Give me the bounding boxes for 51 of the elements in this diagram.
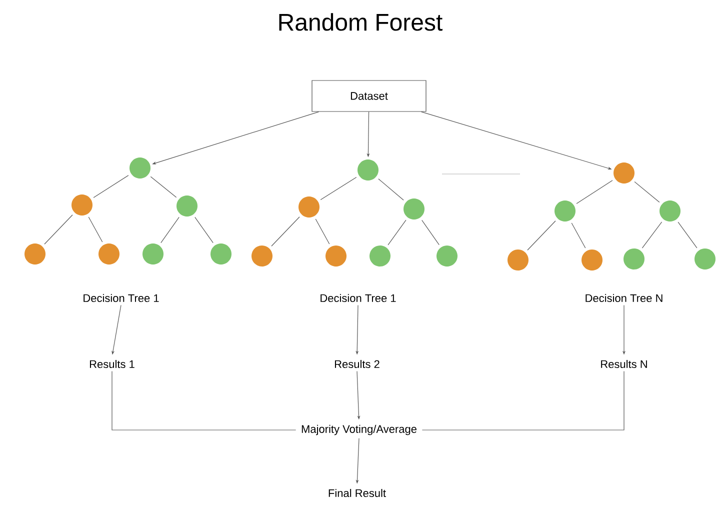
tree-node-circle — [98, 244, 120, 264]
tree-node-circle — [370, 246, 390, 266]
tree-node-circle — [142, 244, 164, 264]
elbow-connector — [422, 370, 624, 430]
process-box: Dataset — [312, 80, 426, 112]
tree-branch — [642, 222, 662, 248]
tree-branch — [160, 216, 180, 244]
tree-branch — [44, 214, 73, 244]
tree-node-circle — [130, 158, 150, 178]
tree-node-circle — [24, 244, 46, 264]
tree-branch — [93, 175, 129, 198]
step-label: Decision Tree 1 — [320, 294, 396, 302]
tree-branch — [315, 218, 330, 244]
tree-node-circle — [72, 194, 92, 216]
tree-branch — [634, 181, 660, 203]
step-label: Decision Tree 1 — [84, 294, 159, 302]
tree-node-circle — [508, 250, 528, 270]
step-label: Decision Tree N — [586, 294, 662, 302]
tree-node-circle — [436, 246, 458, 266]
step-label: Results 1 — [90, 360, 134, 368]
tree-branch — [271, 216, 300, 246]
tree-node-circle — [582, 250, 602, 270]
step-label: Final Result — [328, 488, 386, 498]
tree-branch — [422, 220, 440, 246]
tree-node-circle — [298, 196, 320, 218]
tree-branch — [150, 176, 177, 198]
step-label: Results 2 — [335, 360, 380, 368]
tree-branch — [388, 220, 406, 246]
tree-node-circle — [252, 246, 272, 266]
tree-node-circle — [694, 248, 716, 270]
step-label: Majority Voting/Average — [302, 424, 416, 436]
step-label: Results N — [601, 360, 647, 368]
title: Random Forest — [279, 13, 442, 31]
elbow-connector — [112, 370, 296, 430]
tree-branch — [571, 222, 586, 248]
tree-branch — [527, 220, 556, 250]
tree-node-circle — [660, 200, 680, 222]
tree-branch — [320, 176, 357, 200]
tree-node-circle — [326, 246, 346, 266]
tree-node-circle — [176, 196, 198, 216]
tree-node-circle — [624, 248, 644, 270]
tree-node-circle — [614, 162, 634, 184]
tree-node-circle — [554, 200, 576, 222]
tree-branch — [88, 216, 103, 242]
tree-node-circle — [404, 198, 424, 220]
tree-branch — [378, 178, 404, 200]
tree-branch — [194, 216, 214, 244]
tree-branch — [576, 180, 613, 204]
tree-node-circle — [210, 244, 232, 264]
tree-branch — [678, 222, 698, 248]
tree-node-circle — [358, 160, 378, 180]
